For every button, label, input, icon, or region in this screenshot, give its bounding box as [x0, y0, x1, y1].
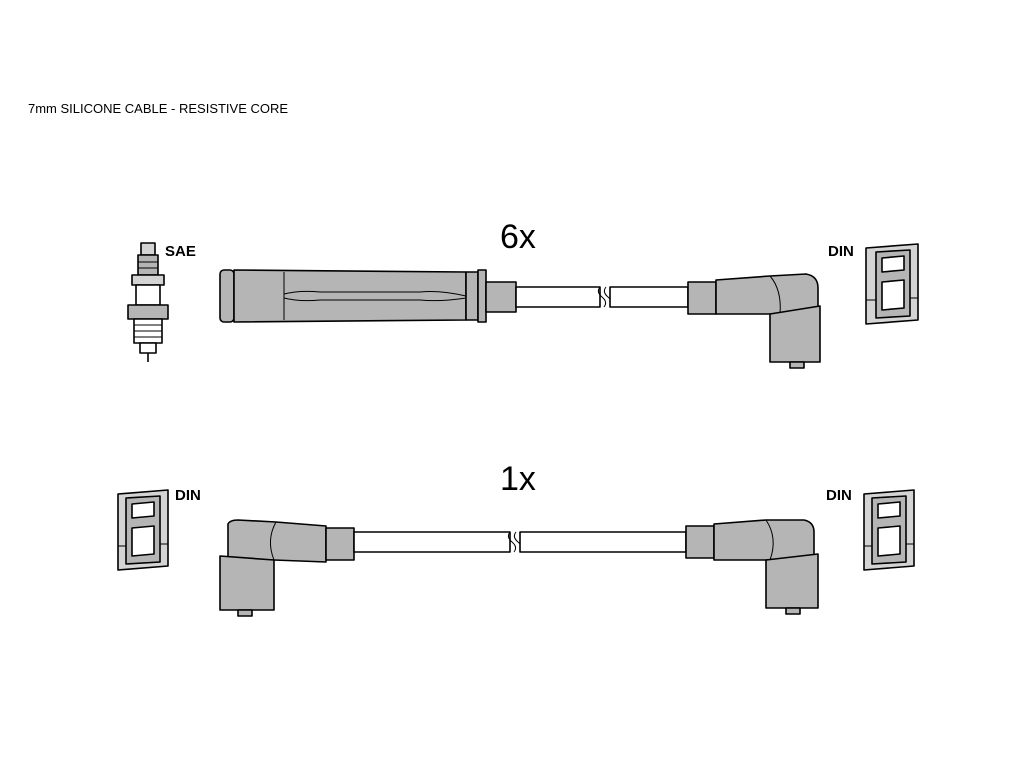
angled-coil-boot-row1	[687, 273, 821, 369]
row2-din-label-left: DIN	[175, 487, 201, 504]
angled-coil-boot-row2-right	[685, 519, 819, 615]
cable-row2	[353, 531, 687, 553]
row1-din-label: DIN	[828, 243, 854, 260]
din-terminal-row2-right	[863, 489, 915, 571]
din-terminal-row1-right	[865, 243, 919, 325]
cable-row1	[515, 286, 689, 308]
spark-plug-icon	[127, 242, 169, 362]
din-terminal-row2-left	[117, 489, 169, 571]
cable-spec-title: 7mm SILICONE CABLE - RESISTIVE CORE	[28, 101, 288, 116]
angled-coil-boot-row2-left	[219, 519, 355, 617]
row1-sae-label: SAE	[165, 243, 196, 260]
straight-plug-boot	[219, 269, 517, 323]
row2-din-label-right: DIN	[826, 487, 852, 504]
row1-quantity: 6x	[500, 218, 536, 256]
row2-quantity: 1x	[500, 460, 536, 498]
